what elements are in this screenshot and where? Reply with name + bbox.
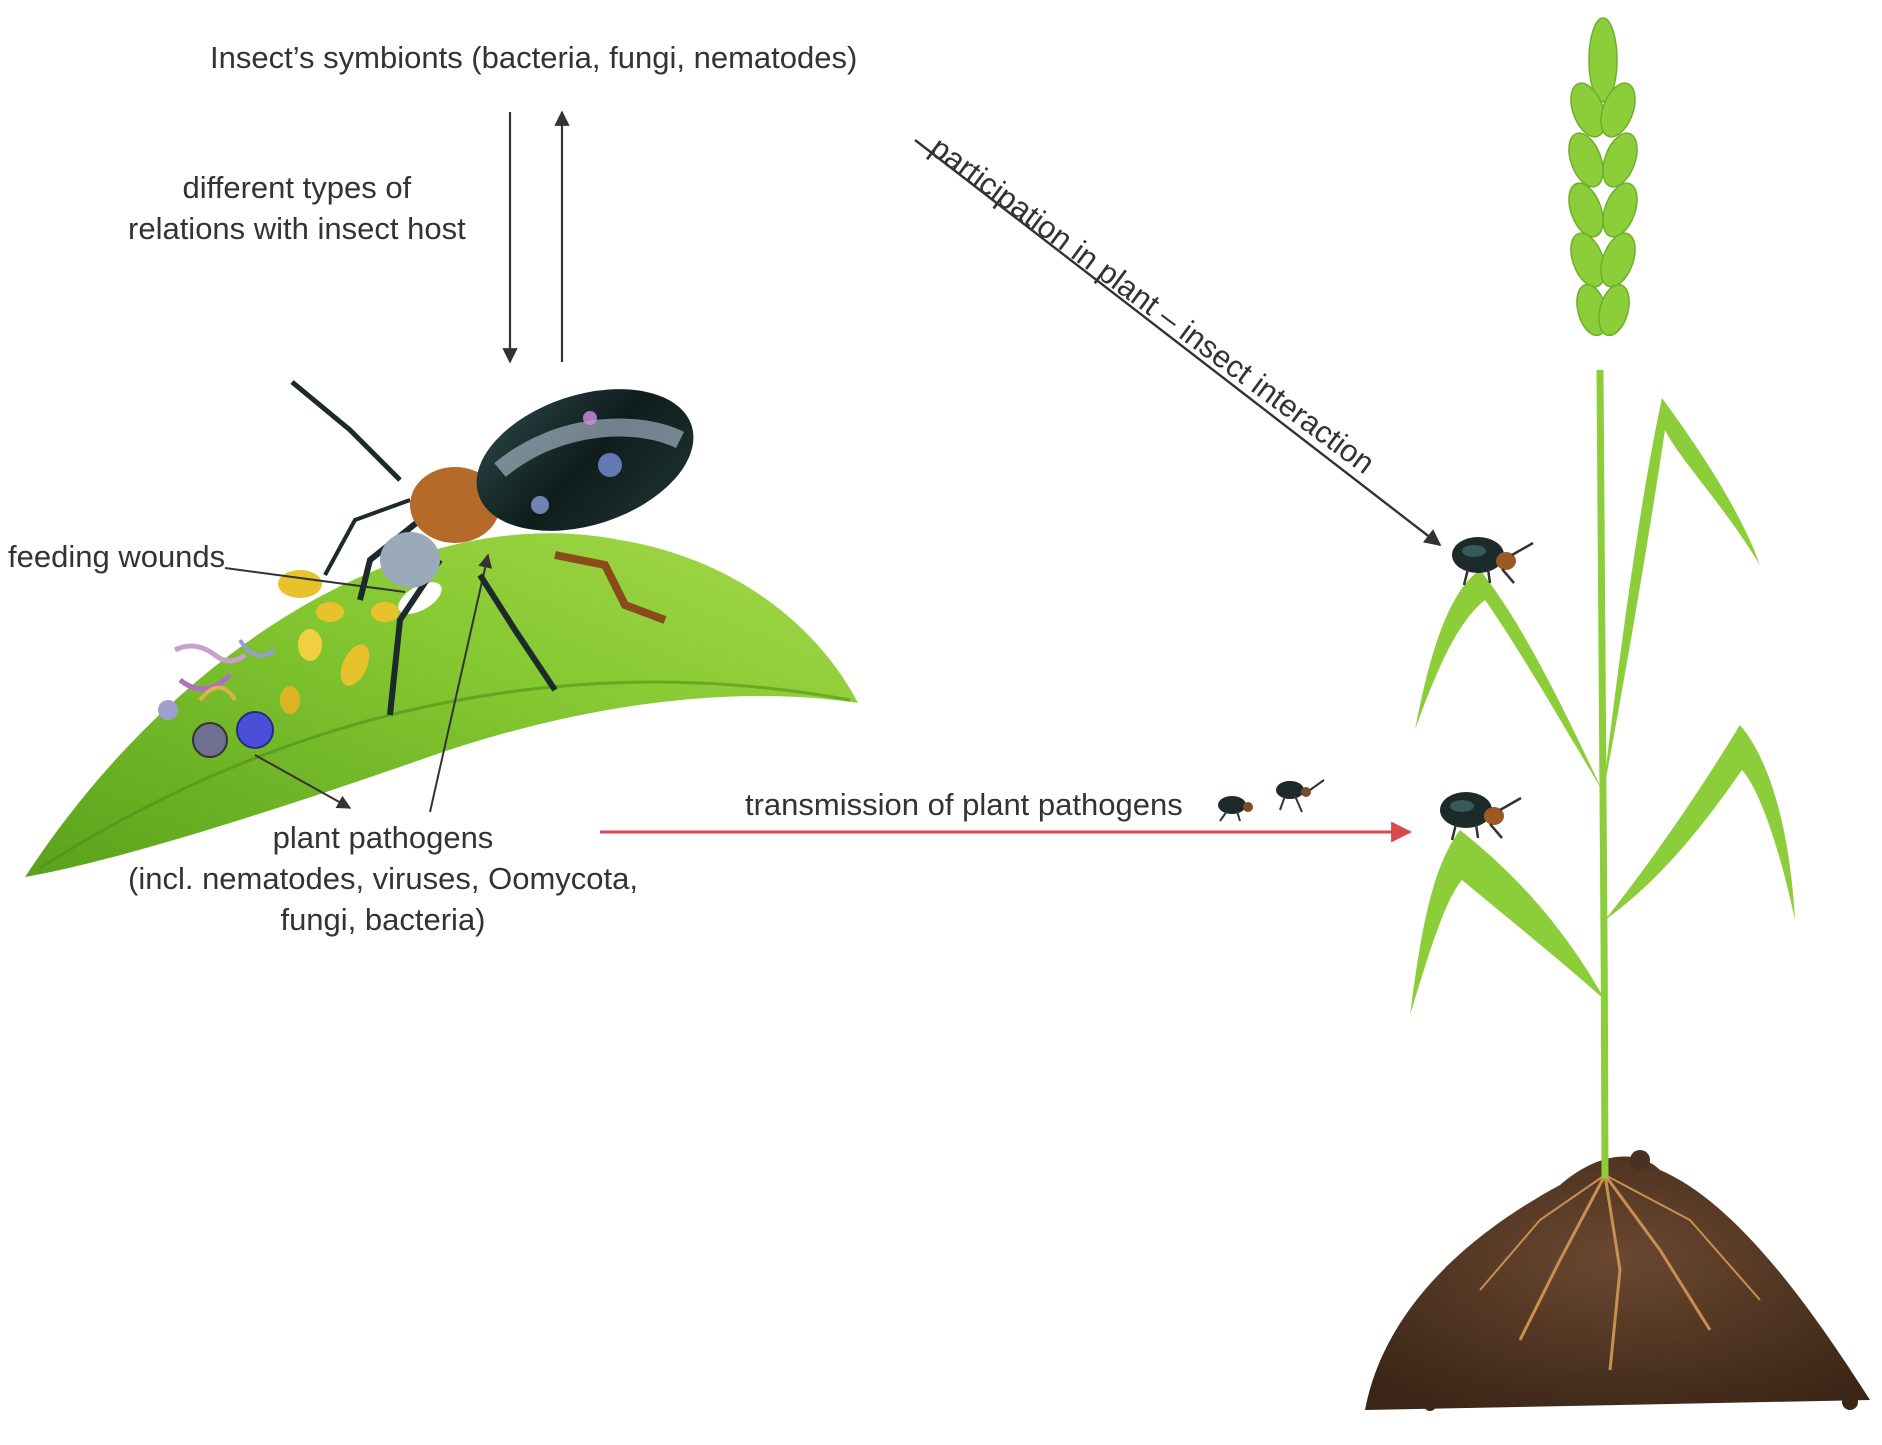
feeding-wounds-label: feeding wounds — [8, 537, 225, 578]
small-beetle-icon — [1218, 796, 1253, 821]
pathogens-line-1: plant pathogens — [128, 818, 638, 859]
symbionts-label: Insect’s symbionts (bacteria, fungi, nem… — [210, 38, 857, 79]
transmission-label: transmission of plant pathogens — [745, 785, 1183, 826]
beetle-on-plant-icon — [1440, 792, 1521, 840]
beetle-on-plant-icon — [1452, 537, 1533, 585]
relations-label: different types of relations with insect… — [128, 168, 466, 250]
relations-line-2: relations with insect host — [128, 209, 466, 250]
small-beetle-icon — [1276, 780, 1324, 812]
relations-line-1: different types of — [128, 168, 466, 209]
pathogens-line-2: (incl. nematodes, viruses, Oomycota, — [128, 859, 638, 900]
pathogens-line-3: fungi, bacteria) — [128, 900, 638, 941]
soil-icon — [1365, 1150, 1870, 1411]
wheat-plant-icon — [1410, 18, 1795, 1178]
plant-pathogens-label: plant pathogens (incl. nematodes, viruse… — [128, 818, 638, 941]
